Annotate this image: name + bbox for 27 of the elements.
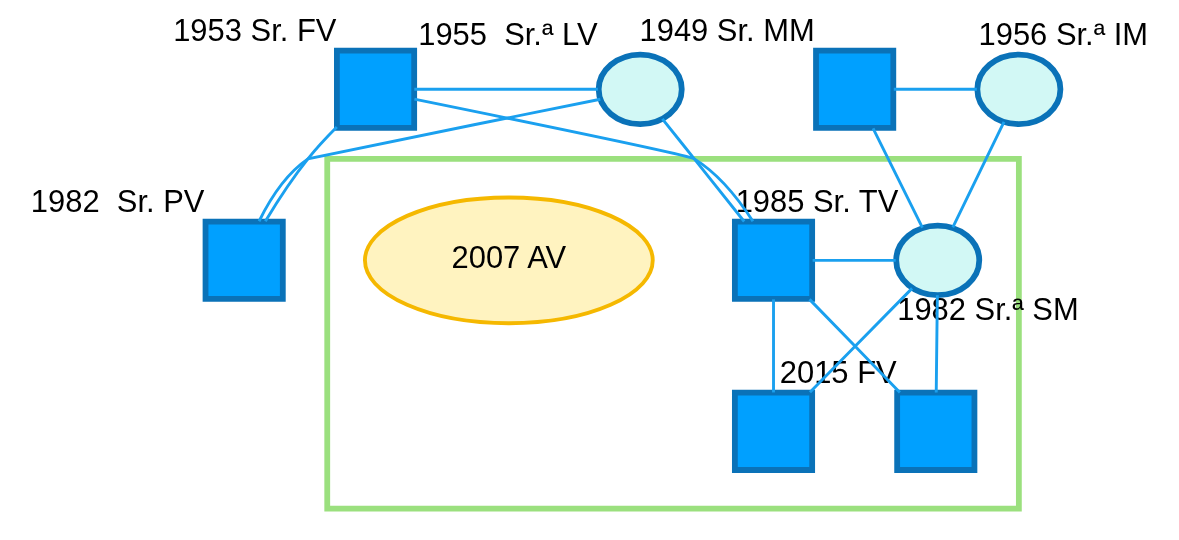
connector: [264, 126, 338, 222]
node-label: 1953 Sr. FV: [173, 12, 337, 48]
node-box: [813, 47, 897, 131]
connector: [661, 117, 746, 223]
node-label: 1955 Sr.ª LV: [418, 16, 598, 52]
connector: [871, 127, 924, 229]
connector: [257, 97, 601, 222]
node-box: [202, 218, 286, 302]
connector: [812, 258, 896, 262]
node-box: [732, 218, 816, 302]
node-label: 1949 Sr. MM: [639, 12, 815, 48]
node-label: 1985 Sr. TV: [735, 183, 899, 219]
node-label: 1956 Sr.ª IM: [978, 16, 1149, 52]
node-box: [334, 47, 418, 131]
connector: [414, 97, 755, 223]
node-circle: [974, 51, 1064, 127]
connector: [414, 87, 598, 91]
node-label: 1982 Sr. PV: [30, 183, 205, 219]
connector: [772, 299, 775, 393]
cluster: [324, 155, 1022, 512]
node-circle: [595, 51, 685, 127]
connector: [951, 121, 1006, 228]
node-circle: [893, 222, 983, 298]
node-ellipse: 2007 AV: [363, 195, 655, 326]
connector: [893, 87, 977, 91]
node-box: [894, 389, 978, 473]
node-box: [732, 389, 816, 473]
